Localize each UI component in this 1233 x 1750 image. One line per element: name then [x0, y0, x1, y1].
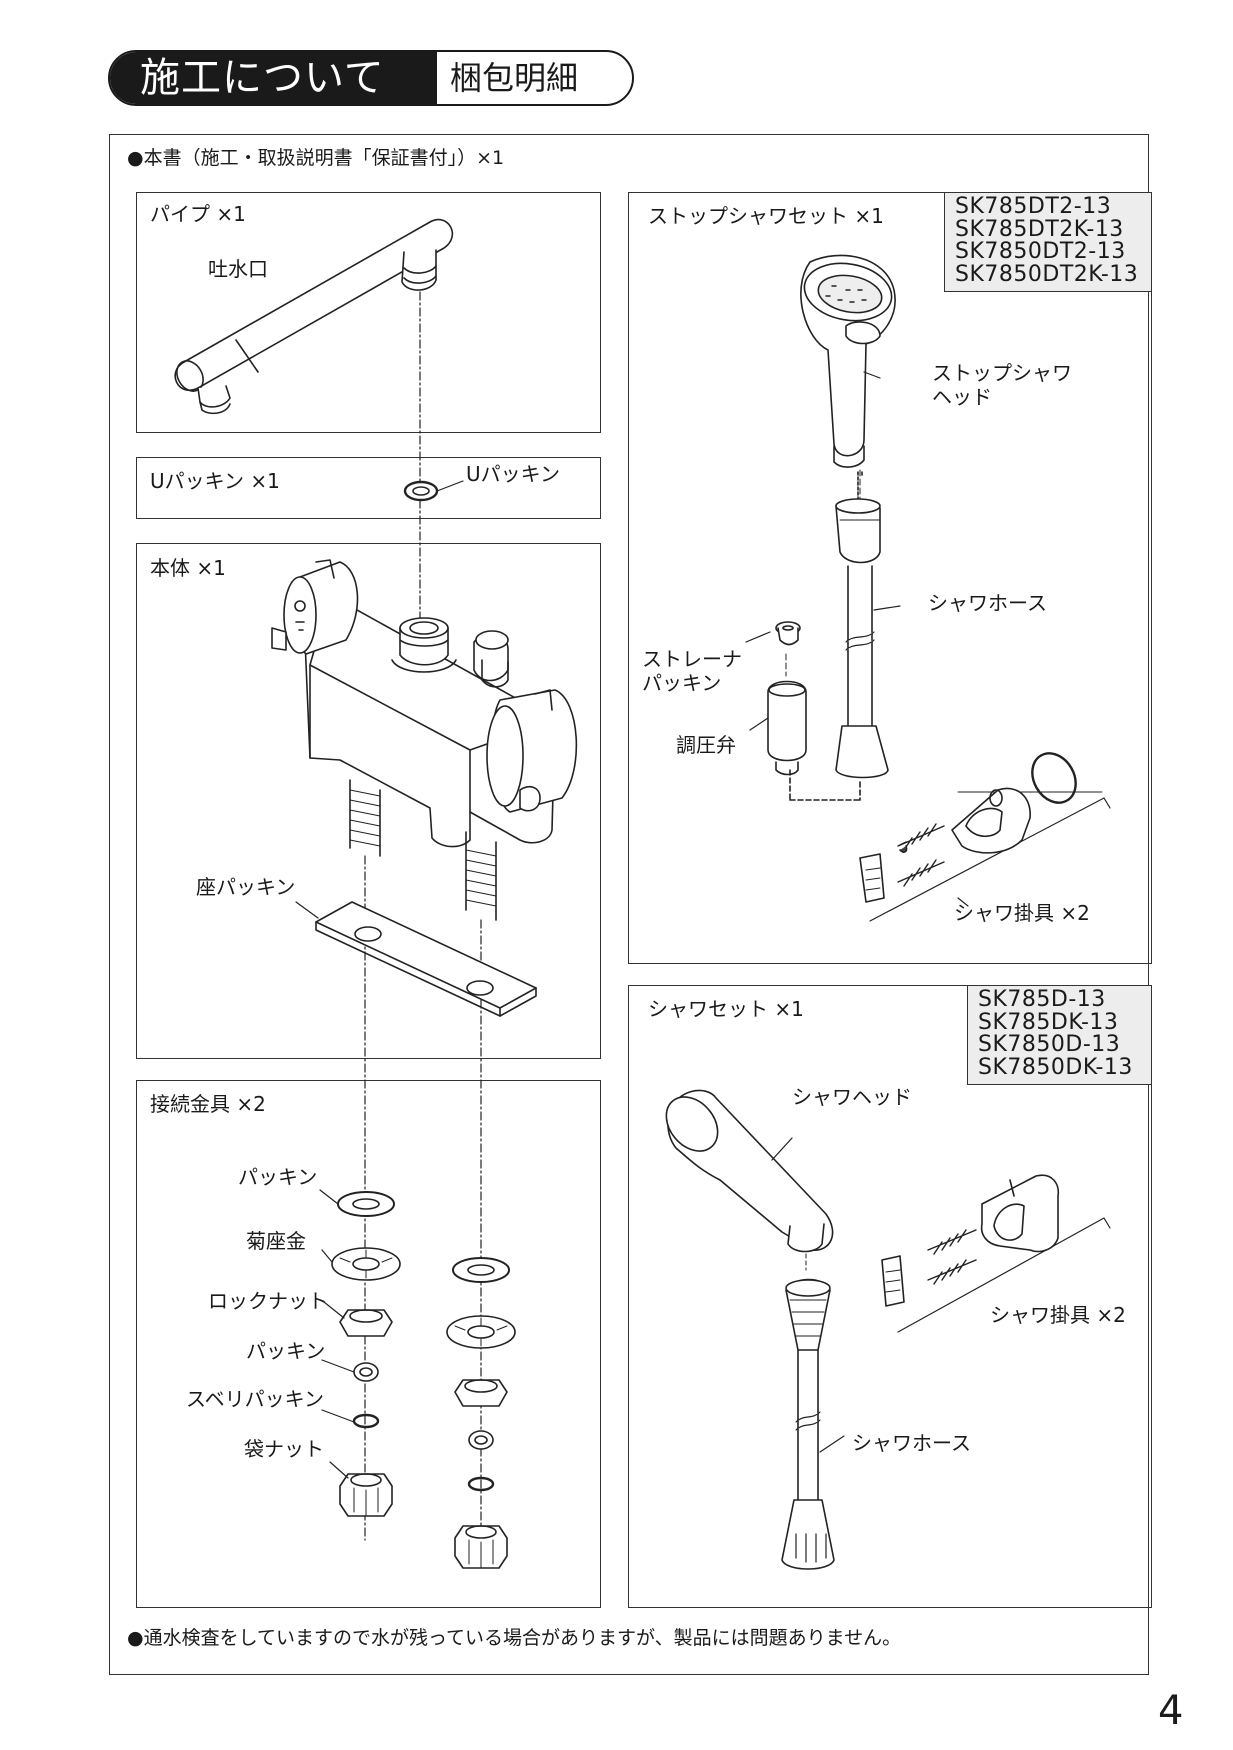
strainer-packing-illustration [745, 621, 801, 677]
fittings-left-illustration [319, 1189, 401, 1517]
shower-hose-illustration [781, 1253, 845, 1570]
panel-stop-shower [628, 192, 1152, 964]
label-stop-shower-holder: シャワ掛具 ×2 [954, 901, 1090, 925]
model-number: SK7850DK-13 [978, 1054, 1133, 1080]
panel-title-shower: シャワセット ×1 [648, 997, 804, 1021]
label-shower-head: シャワヘッド [792, 1085, 912, 1109]
pressure-regulator-illustration [749, 680, 807, 776]
stop-shower-hose-illustration [789, 469, 901, 801]
valve-body-illustration [271, 559, 578, 921]
label-cap-nut: 袋ナット [244, 1437, 324, 1461]
model-number: SK785D-13 [978, 987, 1106, 1012]
label-seat-packing: 座パッキン [196, 875, 296, 899]
label-regulator: 調圧弁 [676, 733, 736, 757]
model-number: SK785DT2K-13 [955, 216, 1124, 242]
panel-title-body: 本体 ×1 [150, 556, 226, 580]
panel-title-upacking: Uパッキン ×1 [150, 469, 280, 493]
section-header: 施工について 梱包明細 [108, 50, 634, 106]
water-test-note: ●通水検査をしていますので水が残っている場合がありますが、製品には問題ありません… [127, 1627, 902, 1649]
panel-title-stop-shower: ストップシャワセット ×1 [648, 204, 884, 228]
panel-shower [628, 985, 1152, 1608]
label-strainer-1: ストレーナ [642, 647, 742, 671]
model-number: SK785DK-13 [978, 1009, 1119, 1035]
panel-title-fittings: 接続金具 ×2 [150, 1092, 266, 1116]
model-number: SK785DT2-13 [955, 194, 1112, 219]
shower-holder-illustration [881, 1174, 1111, 1333]
label-packing-1: パッキン [238, 1165, 318, 1189]
fittings-right-illustration [446, 1257, 516, 1569]
stop-shower-head-illustration [800, 254, 896, 468]
label-washer: 菊座金 [246, 1229, 306, 1253]
label-stop-shower-hose: シャワホース [928, 591, 1047, 615]
parts-list-frame [109, 134, 1149, 1675]
panel-pipe [136, 192, 601, 433]
upacking-illustration [403, 480, 464, 502]
label-slip-packing: スベリパッキン [186, 1387, 324, 1411]
label-locknut: ロックナット [208, 1289, 328, 1313]
label-packing-2: パッキン [246, 1339, 326, 1363]
section-title: 施工について [110, 52, 437, 104]
seat-packing-illustration [295, 901, 537, 1017]
pipe-illustration [174, 219, 454, 415]
label-stop-shower-head-2: ヘッド [932, 385, 992, 409]
shower-head-illustration [665, 1089, 834, 1253]
model-box-shower: SK785D-13 SK785DK-13 SK7850D-13 SK7850DK… [967, 985, 1152, 1085]
model-number: SK7850DT2K-13 [955, 261, 1139, 287]
panel-fittings [136, 1080, 601, 1608]
panel-body [136, 543, 601, 1059]
panel-title-pipe: パイプ ×1 [150, 202, 246, 226]
model-number: SK7850D-13 [978, 1032, 1121, 1057]
label-spout: 吐水口 [208, 257, 268, 281]
model-number: SK7850DT2-13 [955, 239, 1126, 264]
label-stop-shower-head-1: ストップシャワ [932, 361, 1072, 385]
panel-upacking [136, 457, 601, 519]
label-shower-hose: シャワホース [852, 1431, 971, 1455]
page-number: 4 [1158, 1688, 1184, 1734]
stop-shower-holder-illustration [859, 752, 1111, 922]
manual-note: ●本書（施工・取扱説明書「保証書付」）×1 [127, 147, 505, 169]
label-shower-holder: シャワ掛具 ×2 [990, 1303, 1126, 1327]
label-upacking: Uパッキン [466, 462, 561, 486]
section-subtitle: 梱包明細 [450, 59, 579, 97]
label-strainer-2: パッキン [642, 671, 722, 695]
model-box-stop-shower: SK785DT2-13 SK785DT2K-13 SK7850DT2-13 SK… [944, 192, 1152, 292]
